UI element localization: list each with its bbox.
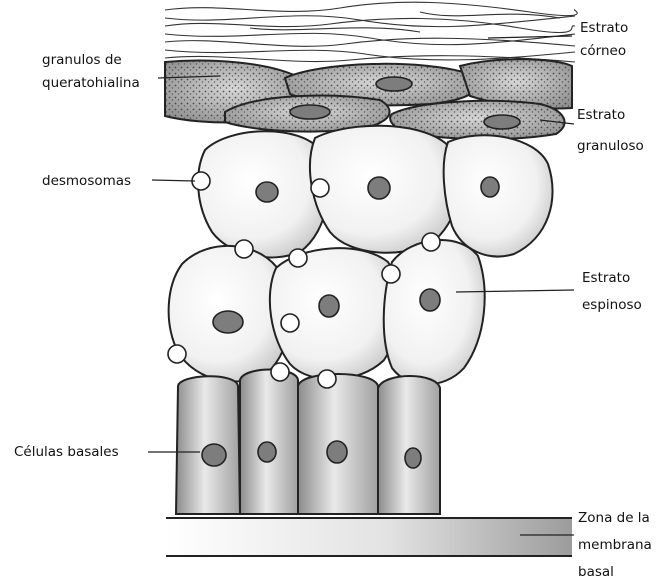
desmosome	[289, 249, 307, 267]
desmosome	[271, 363, 289, 381]
spinous-nucleus	[420, 289, 440, 311]
basal-nucleus	[258, 442, 276, 462]
label-estrato-espinoso-line1: Estrato	[582, 270, 630, 286]
spinous-nucleus	[213, 311, 243, 333]
label-zona-line1: Zona de la	[578, 510, 650, 526]
desmosome	[382, 265, 400, 283]
stratum-spinosum-cells	[169, 126, 553, 385]
label-zona-line2: membrana	[578, 537, 652, 553]
label-estrato-granuloso-line2: granuloso	[577, 138, 644, 154]
label-estrato-granuloso-line1: Estrato	[577, 107, 625, 123]
spinous-nucleus	[481, 177, 499, 197]
granular-nucleus	[376, 77, 412, 91]
label-estrato-corneo-line1: Estrato	[580, 20, 628, 36]
label-estrato-corneo-line2: córneo	[580, 43, 626, 59]
desmosome	[422, 233, 440, 251]
spinous-nucleus	[319, 295, 339, 317]
granular-nucleus	[290, 105, 330, 119]
label-desmosomas: desmosomas	[42, 173, 131, 189]
spinous-nucleus	[256, 182, 278, 202]
desmosome	[168, 345, 186, 363]
label-granulos-line1: granulos de	[42, 52, 122, 68]
desmosome	[311, 179, 329, 197]
desmosome	[318, 370, 336, 388]
desmosome	[235, 240, 253, 258]
basal-membrane	[166, 518, 572, 556]
label-celulas-basales: Células basales	[14, 444, 119, 460]
granular-nucleus	[484, 115, 520, 129]
stratum-corneum-layers	[165, 2, 577, 62]
label-zona-line3: basal	[578, 564, 614, 579]
spinous-nucleus	[368, 177, 390, 199]
desmosome	[281, 314, 299, 332]
basal-nucleus	[202, 444, 226, 466]
label-granulos-line2: queratohialina	[42, 75, 140, 91]
basal-cells	[176, 370, 440, 515]
basal-nucleus	[327, 441, 347, 463]
label-estrato-espinoso-line2: espinoso	[582, 297, 642, 313]
basal-nucleus	[405, 448, 421, 468]
